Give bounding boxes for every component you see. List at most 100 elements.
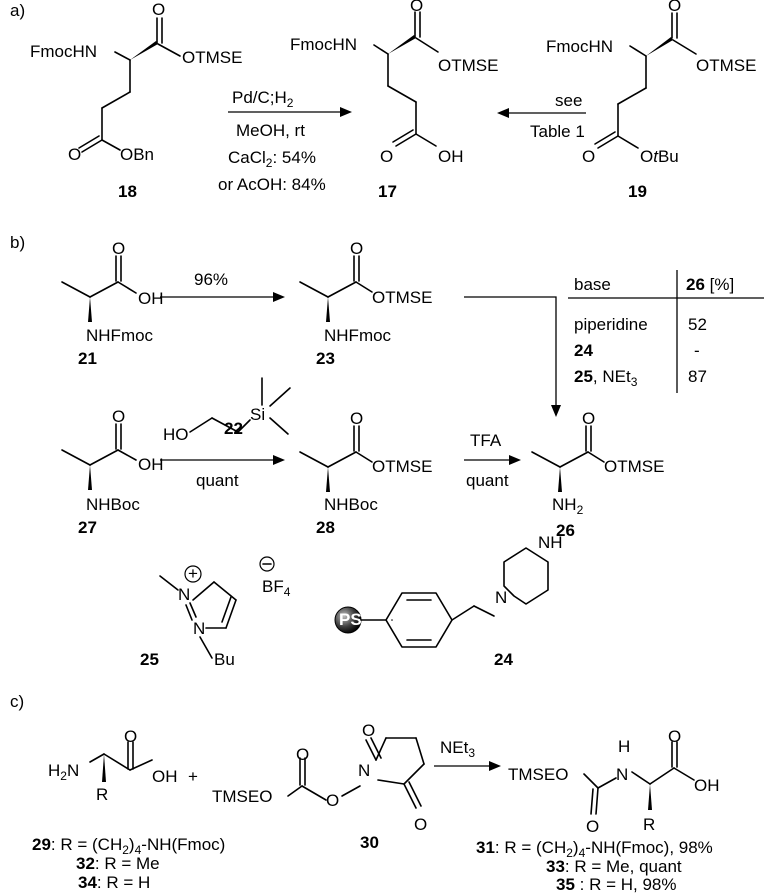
bond [78,135,100,149]
cmp25-bu: Bu [214,650,235,669]
bond [631,771,651,785]
cmp25-label: 25 [140,650,159,669]
cmp17-side-o: O [380,147,393,166]
bond [672,39,697,55]
stereo-wedge [130,41,158,60]
bond [594,131,616,145]
arrow-head [497,108,509,118]
cmp28-nh: NHBoc [324,495,378,514]
arrow-28-26-bottom: quant [466,471,509,490]
compound-30: TMSEO O O N O O 30 [212,721,427,852]
compound-25: N + N Bu BF4 25 [140,556,291,669]
cmp18-side-o: O [68,145,81,164]
compound-29-32-34: H2N O OH R [48,727,178,804]
bond [185,604,193,621]
arrow-head [273,455,285,465]
table-row-value: 87 [688,367,707,386]
cmp27-carbonyl-o: O [112,407,125,426]
bond [629,45,647,57]
cmp26-ester: OTMSE [604,457,664,476]
bond [211,417,239,433]
stereo-wedge [388,35,416,54]
arrow-head [340,107,352,117]
cmp31-n: N [616,765,628,784]
stereo-hash [326,467,330,492]
section-label-c: c) [10,692,24,711]
cmp17-label: 17 [378,182,397,201]
bond [365,739,377,761]
bond [221,596,232,623]
cmp24-n: N [495,588,507,607]
cmp31-acid-o: O [668,727,681,746]
bond [301,785,327,801]
cmp17-ester: OTMSE [438,56,498,75]
cmp18-carbonyl-o: O [152,0,165,19]
bond [370,737,382,759]
conditions-a-left: Pd/C;H2 MeOH, rt CaCl2: 54% or AcOH: 84% [218,88,352,194]
cmp18-side: OBn [120,145,154,164]
bond [101,139,121,151]
cond-left-line3: CaCl2: 54% [228,148,316,170]
bond [395,133,417,147]
bond [597,777,617,789]
table-header-yield: 26 [%] [686,275,734,294]
legend-right-row: 33: R = Me, quant [546,857,682,876]
stereo-hash [648,784,652,810]
bond [408,781,422,807]
cmp23-ester: OTMSE [372,288,432,307]
cmp25-n-top: N [178,585,190,604]
compound-31-33-35: TMSEO O N H O OH R [508,727,720,836]
cmp23-label: 23 [316,349,335,368]
compound-19: FmocHN O OTMSE O OtBu 19 [546,0,756,201]
arrow-c-label: NEt3 [440,738,475,760]
compound-26: O OTMSE NH2 26 [531,409,664,540]
compound-22: HO Si 22 [163,377,291,444]
arrow-27-28-label: quant [196,471,239,490]
cmp24-nh: NH [538,533,563,552]
cond-left-line2: MeOH, rt [236,121,305,140]
cmp30-label: 30 [360,833,379,852]
bond [649,767,675,785]
benzene-ring [385,592,453,648]
bond [81,139,103,153]
table-row-value: - [694,341,700,360]
plus-charge-icon [184,565,202,583]
cmp18-ester: OTMSE [182,48,242,67]
bond [327,281,357,298]
compound-24: PS N NH 24 [334,533,563,669]
bond [189,602,197,618]
cmp31-h: H [618,737,630,756]
cmp24-label: 24 [494,650,513,669]
bond [451,605,475,621]
arrow-21-23-label: 96% [194,270,228,289]
bond [403,783,417,809]
cmp31-oh: OH [694,776,720,795]
cmp29-h2n: H2N [48,761,79,783]
cmp27-oh: OH [138,455,164,474]
cmp19-side: OtBu [640,147,679,166]
cmp24-ps: PS [339,610,362,629]
cmp23-nh: NHFmoc [324,326,392,345]
cmp31-carbonyl-o: O [586,817,599,836]
legend-right-row-3: 35 : R = H, 98% [556,875,677,893]
section-label-b: b) [10,233,25,252]
bond [61,281,91,298]
compound-21: O OH NHFmoc 21 [61,239,164,368]
cmp25-plus: + [188,564,198,583]
cmp26-carbonyl-o: O [582,409,595,428]
cmp30-n: N [358,761,370,780]
cmp19-carbonyl-o: O [668,0,681,15]
cond-left-line4: or AcOH: 84% [218,175,326,194]
stereo-wedge [646,37,673,56]
bond [595,787,599,815]
cmp30-tmseo: TMSEO [212,787,272,806]
bond [355,451,373,463]
bond [355,281,373,293]
piperazine-ring [503,547,549,605]
bond [392,129,414,143]
bond [225,599,237,629]
bond [287,785,303,797]
bond [617,87,647,105]
bond [61,449,91,466]
